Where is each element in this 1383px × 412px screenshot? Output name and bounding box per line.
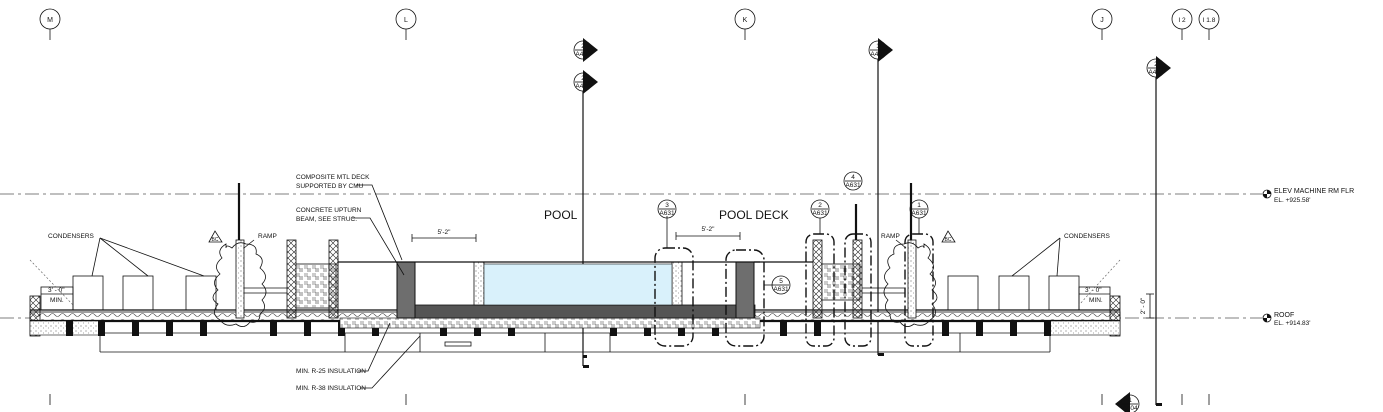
condensers-left-label: CONDENSERS xyxy=(48,233,95,240)
condensers-left xyxy=(72,275,217,311)
composite-deck-leader xyxy=(356,184,403,261)
dimension-right-text: 5'-2" xyxy=(702,226,716,233)
section-a404-bottom-sheet: A404 xyxy=(1122,405,1138,412)
section-marker-a403: 1 A403 xyxy=(868,38,893,62)
detail-2-num: 2 xyxy=(818,202,822,209)
grid-line-M: M xyxy=(39,8,61,405)
section-a420-num: 2 xyxy=(581,75,585,82)
detail-4-sheet: A631 xyxy=(845,182,861,189)
height-dimension-text: 2' - 0" xyxy=(1140,297,1147,314)
level-name-elev-machine: ELEV MACHINE RM FLR xyxy=(1274,188,1354,195)
condensers-left-leader-3 xyxy=(99,237,205,277)
condensers-right-leader-2 xyxy=(1056,237,1061,277)
grid-label-L: L xyxy=(404,17,408,24)
cmu-wall-left xyxy=(244,239,339,319)
grid-label-J: J xyxy=(1100,17,1104,24)
section-marker-a404-bottom: 1 A404 xyxy=(1115,392,1140,412)
cmu-wall-right xyxy=(754,204,905,319)
upturn-beam-label-2: BEAM, SEE STRUC. xyxy=(296,216,357,223)
dimension-left: 5'-2" xyxy=(411,229,477,242)
level-elevation-elev-machine: EL. +925.58' xyxy=(1274,197,1310,204)
section-a420-sheet: A420 xyxy=(575,83,591,90)
pool-deck-slab xyxy=(339,317,761,329)
detail-2-sheet: A631 xyxy=(812,210,828,217)
ramp-left-label: RAMP xyxy=(258,233,277,240)
grid-label-K: K xyxy=(743,17,748,24)
detail-5-num: 5 xyxy=(779,278,783,285)
section-a404-top-num: 2 xyxy=(1154,61,1158,68)
level-elevation-roof: EL. +914.83' xyxy=(1274,320,1310,327)
upturn-beam-label-1: CONCRETE UPTURN xyxy=(296,207,362,214)
section-marker-a420: 2 A420 xyxy=(573,70,598,94)
grid-line-L: L xyxy=(395,8,417,405)
grid-line-I1-8: I 1.8 xyxy=(1198,8,1220,405)
condensers-right xyxy=(947,275,1080,311)
section-marker-a402: 2 A402 xyxy=(573,38,598,62)
clearance-right-min: MIN. xyxy=(1089,297,1103,304)
ramp-right-label: RAMP xyxy=(881,233,900,240)
detail-4-num: 4 xyxy=(851,174,855,181)
insulation-r25-leader xyxy=(358,322,391,372)
pool-deck-label: POOL DECK xyxy=(719,208,789,222)
condensers-right-leader-1 xyxy=(1011,237,1061,277)
bc-right-label: BC xyxy=(945,237,952,243)
insulation-r38-leader xyxy=(360,335,421,389)
clearance-left-text: 3' - 0" xyxy=(48,287,65,294)
section-a403-num: 1 xyxy=(876,43,880,50)
detail-3-num: 3 xyxy=(665,202,669,209)
dimension-right: 5'-2" xyxy=(675,226,741,240)
detail-callout-5: 5 A631 xyxy=(725,249,791,347)
grid-line-J: J xyxy=(1091,8,1113,405)
section-a404-bottom-num: 1 xyxy=(1128,397,1132,404)
section-a402-num: 2 xyxy=(581,43,585,50)
pool-water xyxy=(483,263,673,306)
composite-deck-label-1: COMPOSITE MTL DECK xyxy=(296,174,370,181)
detail-1-num: 1 xyxy=(917,202,921,209)
detail-callout-3: 3 A631 xyxy=(654,199,694,347)
composite-deck-label-2: SUPPORTED BY CMU xyxy=(296,183,364,190)
height-dimension: 2' - 0" xyxy=(1140,293,1154,319)
section-a402-sheet: A402 xyxy=(575,51,591,58)
section-a403-sheet: A403 xyxy=(870,51,886,58)
level-marker-roof: ROOF EL. +914.83' xyxy=(1262,312,1310,327)
section-marker-a404-top: 2 A404 xyxy=(1146,56,1171,80)
grid-line-K: K xyxy=(734,8,756,405)
insulation-r25-label: MIN. R-25 INSULATION xyxy=(296,368,366,375)
clearance-right: 3' - 0" MIN. xyxy=(1078,259,1121,311)
grid-label-I2: I 2 xyxy=(1178,17,1186,24)
detail-5-sheet: A631 xyxy=(773,286,789,293)
detail-callout-1: 1 A631 xyxy=(904,199,934,347)
clearance-left-min: MIN. xyxy=(50,297,64,304)
level-name-roof: ROOF xyxy=(1274,312,1294,319)
condensers-left-leader-2 xyxy=(99,237,149,277)
ramp-right: RAMP BC xyxy=(881,183,956,327)
pool-structure xyxy=(337,258,760,319)
condensers-right-label: CONDENSERS xyxy=(1064,233,1111,240)
grid-line-I2: I 2 xyxy=(1171,8,1193,405)
clearance-right-text: 3' - 0" xyxy=(1085,287,1102,294)
clearance-left: 3' - 0" MIN. xyxy=(29,259,74,311)
pool-label: POOL xyxy=(544,208,578,222)
level-marker-elev-machine: ELEV MACHINE RM FLR EL. +925.58' xyxy=(1262,188,1354,204)
grid-label-M: M xyxy=(47,17,53,24)
grid-label-I1-8: I 1.8 xyxy=(1203,17,1216,24)
detail-1-sheet: A631 xyxy=(911,210,927,217)
roof-joists xyxy=(66,321,1051,336)
detail-callout-4: 4 A631 xyxy=(843,171,872,347)
ramp-left: RAMP BC xyxy=(208,183,277,327)
detail-3-sheet: A631 xyxy=(659,210,675,217)
condensers-left-leader-1 xyxy=(91,237,101,277)
insulation-r38-label: MIN. R-38 INSULATION xyxy=(296,385,366,392)
upturn-beam-leader xyxy=(352,217,405,276)
section-a404-top-sheet: A404 xyxy=(1148,69,1164,76)
bc-left-label: BC xyxy=(212,237,219,243)
detail-callout-2: 2 A631 xyxy=(805,199,835,347)
dimension-left-text: 5'-2" xyxy=(438,229,452,236)
